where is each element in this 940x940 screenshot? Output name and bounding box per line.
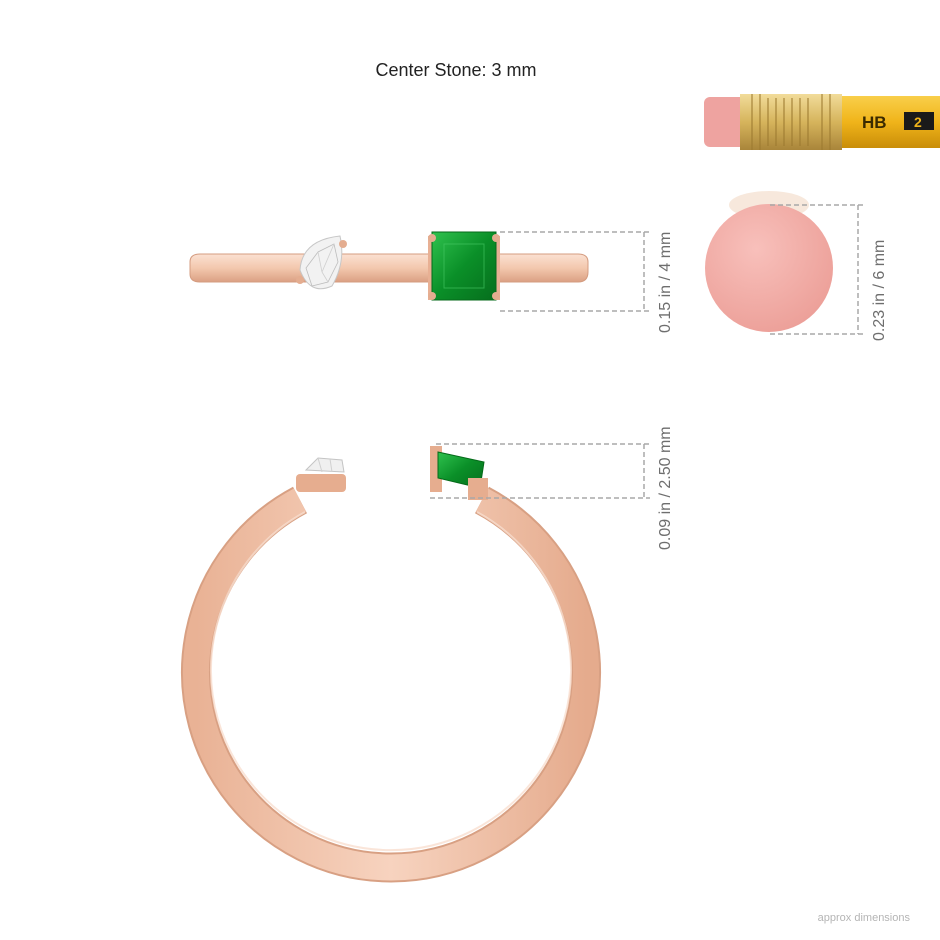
eraser-end-view — [705, 191, 833, 332]
side-emerald — [430, 446, 488, 500]
pencil-grade-label: HB — [862, 113, 887, 132]
side-view-dimension-lines — [430, 443, 650, 499]
eraser-circle — [705, 204, 833, 332]
center-stone-title: Center Stone: 3 mm — [375, 60, 537, 80]
top-view-dimension-label: 0.15 in / 4 mm — [657, 231, 674, 333]
pencil-illustration — [704, 94, 940, 150]
ring-top-view — [189, 231, 589, 301]
side-view-dimension-label: 0.09 in / 2.50 mm — [657, 426, 674, 550]
side-diamond — [296, 457, 346, 492]
emerald-stone — [428, 231, 500, 301]
approx-dimensions-note: approx dimensions — [817, 912, 910, 924]
ring-side-view — [181, 446, 601, 883]
pencil-ferrule — [740, 94, 842, 150]
eraser-dimension-lines — [770, 204, 864, 335]
pencil-number-box — [904, 112, 934, 130]
pencil-eraser — [704, 97, 746, 147]
pear-diamond — [296, 235, 347, 290]
ring-band — [189, 253, 589, 283]
pencil-number-label: 2 — [914, 114, 922, 130]
eraser-dimension-label: 0.23 in / 6 mm — [871, 239, 888, 341]
top-view-dimension-lines — [500, 231, 650, 312]
